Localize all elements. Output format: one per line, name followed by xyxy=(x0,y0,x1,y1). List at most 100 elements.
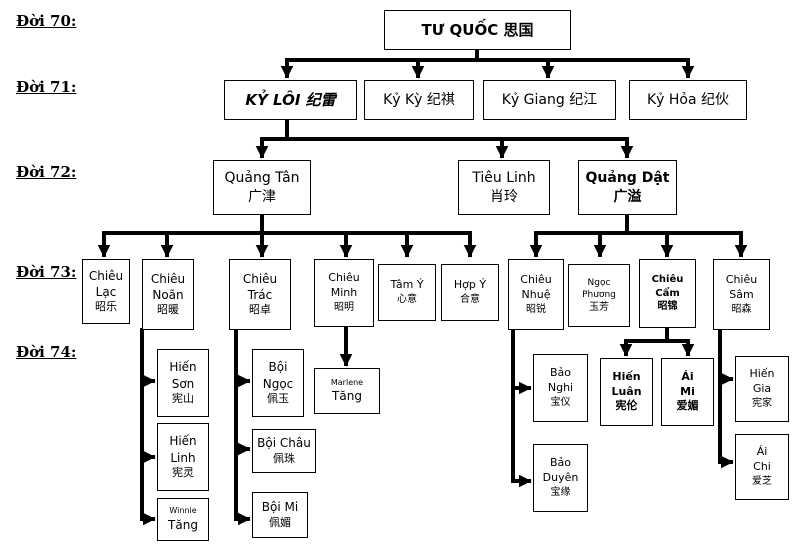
person-chieu-trac: Chiêu Trác 昭卓 xyxy=(229,259,291,330)
person-han-name: 宝仪 xyxy=(550,397,571,409)
person-name-line2: Ngọc xyxy=(262,376,294,391)
person-han-name: 宪山 xyxy=(172,391,194,405)
person-name-line2: Minh xyxy=(330,286,358,300)
person-chieu-minh: Chiêu Minh 昭明 xyxy=(314,259,374,327)
person-ngoc-phuong: Ngọc Phương 玉芳 xyxy=(568,264,630,327)
person-name-line2: Phương xyxy=(582,289,616,300)
person-hien-luan: Hiến Luân 宪伦 xyxy=(600,358,653,426)
generation-label-72: Đời 72: xyxy=(16,163,77,181)
person-name-line2: Tăng xyxy=(332,389,362,404)
person-han-name: 宪灵 xyxy=(172,465,194,479)
person-han-name: 玉芳 xyxy=(589,301,609,313)
person-name-line1: Hiến xyxy=(612,369,641,383)
person-han-name: 宪家 xyxy=(752,398,772,410)
person-boi-mi: Bội Mi 佩媚 xyxy=(252,492,308,538)
person-name-line1: Bảo xyxy=(549,366,572,380)
person-name-line2: Nhuệ xyxy=(521,287,551,301)
person-winnie-tang: Winnie Tăng xyxy=(157,498,209,541)
person-ky-giang: Kỷ Giang 纪江 xyxy=(483,80,616,120)
person-name: Kỷ Giang 纪江 xyxy=(501,91,598,108)
person-name-line1: Hiến xyxy=(169,360,197,375)
person-name-line2: Nghi xyxy=(547,381,574,395)
person-name-line1: Chiêu xyxy=(150,271,186,286)
person-han-name: 昭森 xyxy=(731,303,752,315)
person-bao-duyen: Bảo Duyên 宝缘 xyxy=(533,444,588,512)
person-tu-quoc: TƯ QUỐC 思国 xyxy=(384,10,571,50)
person-name-line1: Bội xyxy=(268,360,288,375)
person-han-name: 佩珠 xyxy=(273,451,295,465)
person-han-name: 佩玉 xyxy=(267,391,289,405)
generation-label-73: Đời 73: xyxy=(16,263,77,281)
generation-label-71: Đời 71: xyxy=(16,78,77,96)
person-tam-y: Tâm Ý 心意 xyxy=(378,264,436,321)
person-han-name: 昭锦 xyxy=(657,301,678,313)
person-ky-loi: KỶ LÔI 纪雷 xyxy=(224,80,357,120)
person-chieu-cam: Chiêu Cẩm 昭锦 xyxy=(639,259,696,328)
person-han-name: 合意 xyxy=(460,294,480,306)
person-name-line2: Chi xyxy=(753,460,771,474)
person-han-name: 佩媚 xyxy=(269,515,291,529)
person-name-line2: Luân xyxy=(611,384,642,398)
person-name-line1: Chiêu xyxy=(520,272,552,286)
person-name-line2: Lạc xyxy=(95,285,117,300)
person-boi-ngoc: Bội Ngọc 佩玉 xyxy=(252,349,304,417)
person-name-line2: Cẩm xyxy=(655,287,680,299)
person-name-line2: Noãn xyxy=(152,288,184,303)
person-hien-linh: Hiến Linh 宪灵 xyxy=(157,423,209,491)
generation-label-74: Đời 74: xyxy=(16,343,77,361)
person-chieu-sam: Chiêu Sâm 昭森 xyxy=(713,259,770,330)
person-ai-mi: Ái Mi 爱媚 xyxy=(661,358,714,426)
person-han-name: 肖玲 xyxy=(490,188,518,205)
person-name: Tâm Ý xyxy=(390,278,424,292)
person-name-line1: Ái xyxy=(756,445,768,459)
person-han-name: 爱媚 xyxy=(676,399,699,413)
person-name-line2: Tăng xyxy=(168,517,198,532)
person-han-name: 广溢 xyxy=(613,188,642,205)
person-marlene-tang: Marlene Tăng xyxy=(314,368,380,414)
person-name: Kỷ Kỳ 纪祺 xyxy=(383,91,455,108)
person-quang-dat: Quảng Dật 广溢 xyxy=(578,160,677,215)
person-name: Hợp Ý xyxy=(453,278,487,292)
person-name-line1: Ngọc xyxy=(587,277,611,288)
person-han-name: 宪伦 xyxy=(615,399,638,413)
person-name-line1: Winnie xyxy=(169,506,197,515)
person-name: Quảng Dật xyxy=(585,169,670,186)
person-han-name: 爱芝 xyxy=(752,476,772,488)
person-ky-ky: Kỷ Kỳ 纪祺 xyxy=(364,80,474,120)
person-name-line1: Marlene xyxy=(330,377,364,387)
person-han-name: 昭明 xyxy=(334,302,354,314)
person-han-name: 昭锐 xyxy=(526,303,546,315)
person-name-line2: Duyên xyxy=(542,471,579,485)
person-name: KỶ LÔI 纪雷 xyxy=(245,90,336,109)
person-name-line1: Ái xyxy=(681,369,694,383)
person-han-name: 昭乐 xyxy=(95,300,117,314)
person-chieu-noan: Chiêu Noãn 昭暖 xyxy=(142,259,194,330)
person-name: Tiêu Linh xyxy=(472,169,536,186)
person-ai-chi: Ái Chi 爱芝 xyxy=(735,434,789,500)
person-name-line2: Gia xyxy=(752,382,772,396)
person-name-line2: Mi xyxy=(680,384,695,398)
person-name-line1: Bảo xyxy=(549,456,572,470)
person-name-line1: Chiêu xyxy=(328,271,360,285)
person-ky-hoa: Kỷ Hỏa 纪伙 xyxy=(629,80,747,120)
person-name-line1: Hiến xyxy=(169,434,197,449)
person-name-line1: Chiêu xyxy=(88,268,124,283)
person-hien-gia: Hiến Gia 宪家 xyxy=(735,356,789,422)
person-name: Bội Mi xyxy=(261,500,299,515)
person-han-name: 昭卓 xyxy=(249,303,271,317)
person-han-name: 昭暖 xyxy=(157,303,179,317)
generation-label-70: Đời 70: xyxy=(16,12,77,30)
person-name-line1: Chiêu xyxy=(725,272,758,286)
person-han-name: 宝缘 xyxy=(550,487,571,499)
person-chieu-nhue: Chiêu Nhuệ 昭锐 xyxy=(508,259,564,330)
person-name: Kỷ Hỏa 纪伙 xyxy=(646,91,730,108)
person-name-line2: Linh xyxy=(170,450,196,465)
person-name: TƯ QUỐC 思国 xyxy=(421,20,534,39)
person-hien-son: Hiến Sơn 宪山 xyxy=(157,349,209,417)
person-han-name: 广津 xyxy=(248,188,276,205)
person-han-name: 心意 xyxy=(397,294,417,306)
person-tieu-linh: Tiêu Linh 肖玲 xyxy=(458,160,550,215)
person-bao-nghi: Bảo Nghi 宝仪 xyxy=(533,354,588,422)
